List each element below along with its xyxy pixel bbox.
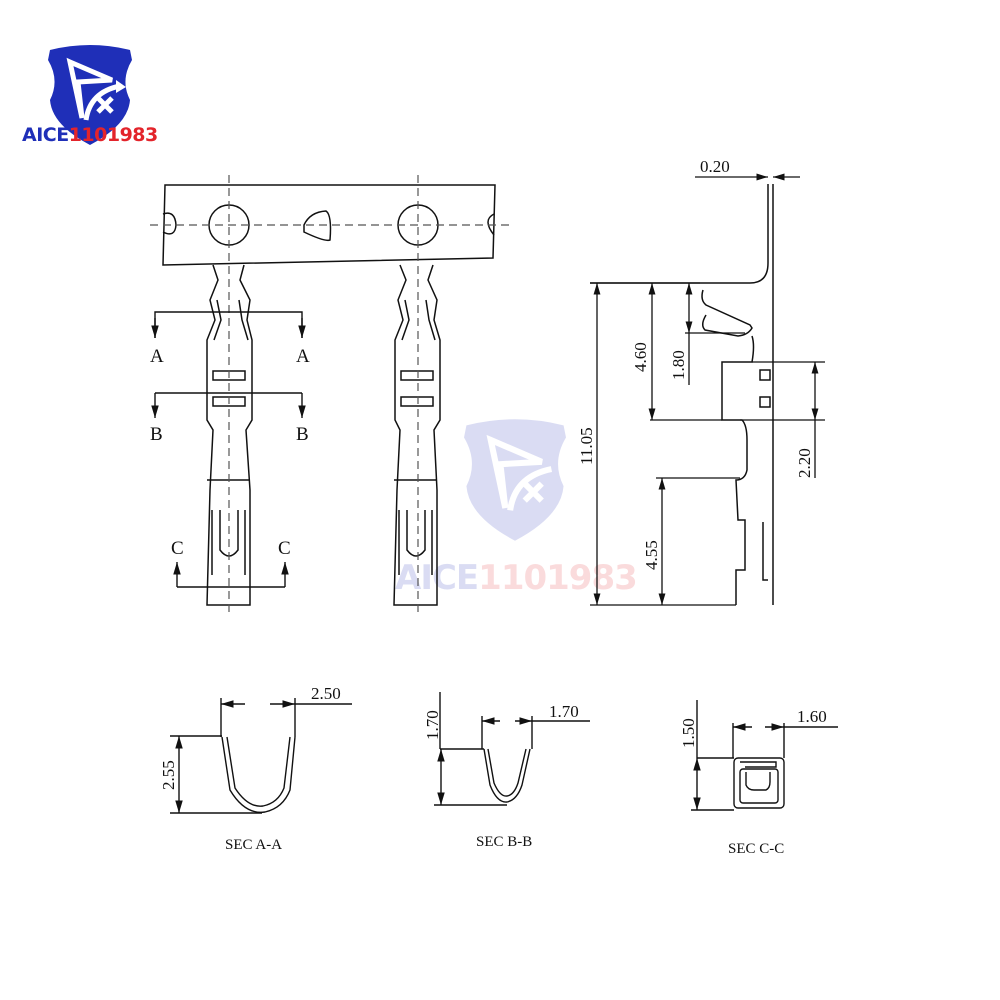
sec-c-title: SEC C-C	[728, 841, 784, 857]
sec-c-width: 1.60	[797, 707, 827, 726]
logo-text-blue: AICE	[22, 124, 69, 146]
section-a-a	[170, 698, 352, 814]
section-marker-c-left: C	[171, 538, 184, 559]
section-c-c	[691, 700, 838, 811]
brand-logo-icon	[48, 45, 132, 145]
watermark-text-red: 1101983	[478, 558, 638, 598]
dim-spring-length: 1.80	[669, 350, 688, 380]
sec-b-title: SEC B-B	[476, 834, 532, 850]
section-marker-b-left: B	[150, 424, 163, 445]
dim-total-length: 11.05	[577, 427, 596, 465]
section-marker-c-right: C	[278, 538, 291, 559]
section-marker-a-left: A	[150, 346, 164, 367]
dim-contact-length: 4.60	[631, 342, 650, 372]
section-cut-lines	[151, 311, 306, 588]
dim-thickness: 0.20	[700, 157, 730, 176]
front-view	[162, 184, 496, 606]
sec-b-height: 1.70	[423, 710, 442, 740]
section-marker-a-right: A	[296, 346, 310, 367]
sec-a-title: SEC A-A	[225, 837, 282, 853]
logo-text-red: 1101983	[68, 124, 159, 146]
watermark-logo-icon	[464, 419, 566, 541]
sec-a-height: 2.55	[159, 760, 178, 790]
dim-crimp-length: 4.55	[642, 540, 661, 570]
sec-c-height: 1.50	[679, 718, 698, 748]
side-view-dimension-lines	[590, 173, 825, 606]
center-lines	[150, 175, 510, 615]
brand-logo-text: AICE1101983	[22, 124, 158, 146]
side-view	[590, 184, 774, 605]
section-b-b	[434, 692, 590, 806]
dim-box-length: 2.20	[795, 448, 814, 478]
section-marker-b-right: B	[296, 424, 309, 445]
sec-b-width: 1.70	[549, 702, 579, 721]
sec-a-width: 2.50	[311, 684, 341, 703]
